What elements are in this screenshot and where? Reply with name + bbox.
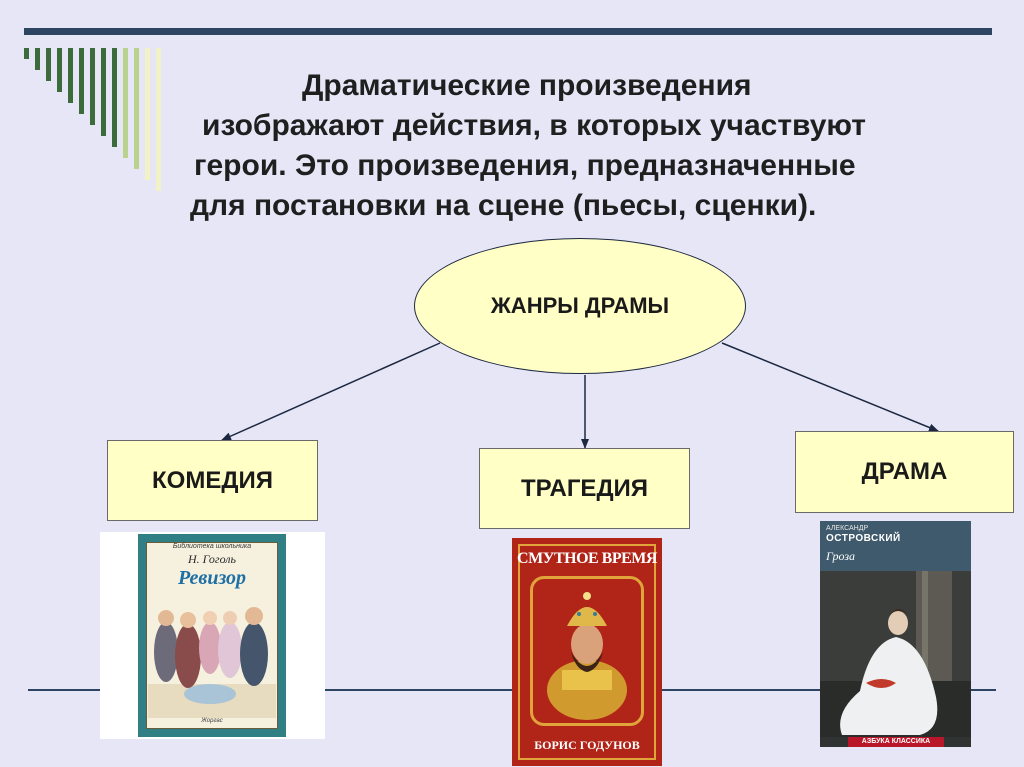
stripe (123, 48, 128, 158)
cover-author-first: АЛЕКСАНДР (826, 525, 869, 532)
stripe (46, 48, 51, 81)
genre-drama-label: ДРАМА (861, 458, 948, 485)
genre-comedy-box: КОМЕДИЯ (107, 440, 318, 521)
cover-header: СМУТНОЕ ВРЕМЯ (517, 550, 657, 567)
stripe (24, 48, 29, 59)
cover-series-band (848, 737, 944, 747)
cover-publisher: Жоргас (201, 718, 223, 724)
stripe (57, 48, 62, 92)
cover-portrait (547, 592, 627, 720)
cover-title: Гроза (826, 549, 856, 563)
genre-drama-box: ДРАМА (795, 431, 1014, 513)
genre-tragedy-label: ТРАГЕДИЯ (520, 474, 649, 502)
intro-text: Драматические произведения изображают де… (190, 66, 960, 226)
cover-border (518, 544, 656, 760)
stripe (156, 48, 161, 191)
intro-line: герои. Это произведения, предназначенные (194, 149, 856, 182)
genre-tragedy-box: ТРАГЕДИЯ (479, 448, 690, 529)
cover-title: БОРИС ГОДУНОВ (534, 738, 640, 752)
intro-line: Драматические произведения (302, 69, 752, 102)
cover-series: Библиотека школьника (172, 543, 252, 550)
stripe (112, 48, 117, 147)
cover-header-band (820, 521, 971, 571)
comedy-book-cover: Библиотека школьника Н. Гоголь Ревизор Ж… (100, 532, 325, 739)
stripe (134, 48, 139, 169)
intro-line: изображают действия, в которых участвуют (202, 109, 866, 142)
genres-title: ЖАНРЫ ДРАМЫ (490, 293, 670, 318)
cover-author-last: ОСТРОВСКИЙ (826, 533, 901, 544)
cover-title: Ревизор (178, 567, 246, 589)
stripe (145, 48, 150, 180)
top-rule (24, 28, 992, 35)
drama-book-cover: АЛЕКСАНДР ОСТРОВСКИЙ Гроза АЗБУКА КЛАССИ… (820, 521, 971, 747)
intro-line: для постановки на сцене (пьесы, сценки). (190, 189, 817, 222)
stripe (35, 48, 40, 70)
arrow-to-drama (721, 342, 939, 432)
stripe (101, 48, 106, 136)
cover-painting (820, 571, 971, 737)
arrow-to-comedy (221, 342, 441, 441)
tragedy-book-cover: СМУТНОЕ ВРЕМЯ БОРИС ГОДУНОВ (512, 538, 662, 766)
cover-illustration (148, 607, 276, 718)
cover-author: Н. Гоголь (188, 552, 236, 566)
stripe (79, 48, 84, 114)
stripe (68, 48, 73, 103)
cover-series: АЗБУКА КЛАССИКА (861, 738, 931, 745)
stripe (90, 48, 95, 125)
genre-comedy-label: КОМЕДИЯ (152, 466, 273, 494)
genres-ellipse: ЖАНРЫ ДРАМЫ (414, 238, 746, 374)
